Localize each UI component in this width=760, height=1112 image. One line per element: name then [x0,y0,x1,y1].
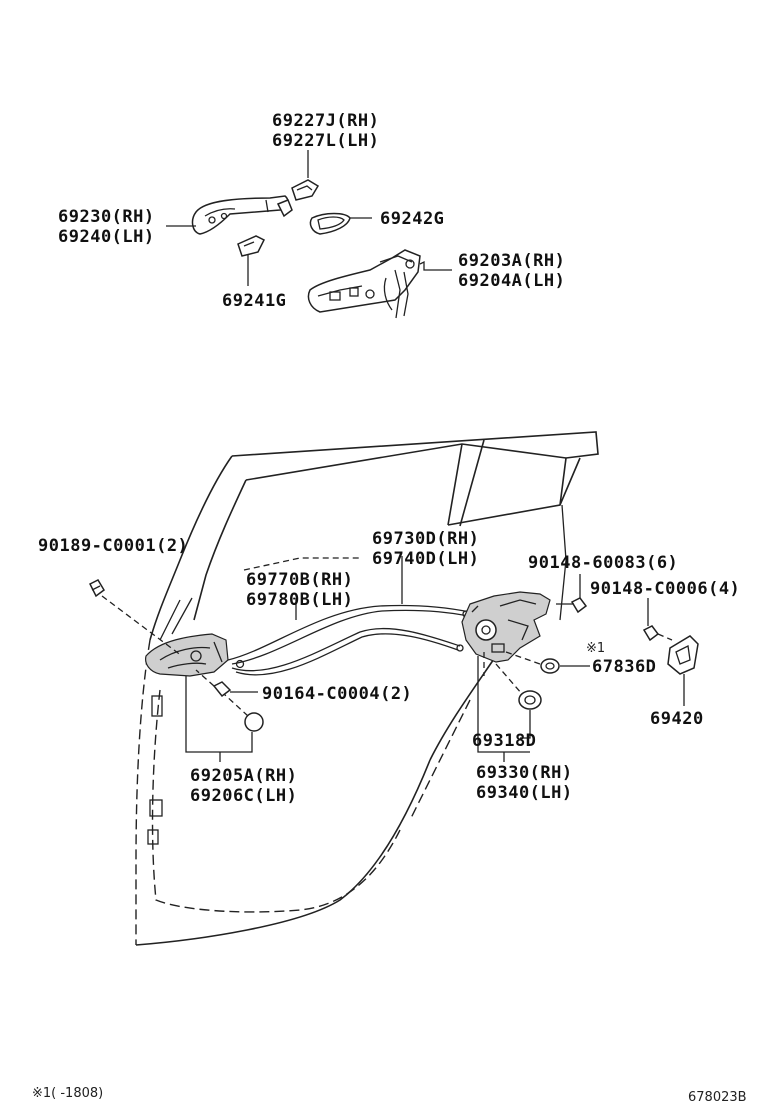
label-inner-handle-rh: 69205A(RH) [190,766,297,786]
label-screw-90148-c0006: 90148-C0006(4) [590,579,740,599]
label-frame-rh: 69203A(RH) [458,251,565,271]
label-cover-69318d: 69318D [472,731,536,751]
label-striker-69420: 69420 [650,709,704,729]
cable-69730d-part [227,604,471,661]
handle-frame-part [307,249,421,313]
label-outer-handle-cover-lh: 69227L(LH) [272,131,379,151]
label-seal-67836d: 67836D [592,657,656,677]
cable-group [227,556,471,676]
door-outline [135,431,599,946]
door-lock-part [461,591,551,663]
label-cable-rh: 69730D(RH) [372,529,479,549]
screw-90148-c0006-part [642,598,673,642]
label-screw-90164: 90164-C0004(2) [262,684,412,704]
lock-leaders [477,652,530,762]
label-outer-handle-cover-rh: 69227J(RH) [272,111,379,131]
inner-handle-part [145,633,229,677]
screw-90148-60083-part [556,574,588,614]
screw-90164-part [195,669,258,698]
cap-part [223,693,264,732]
outer-handle-part [191,195,289,235]
footer-note: ※1( -1808) [32,1086,103,1101]
pad-69241g-part [237,235,266,257]
label-outer-handle-rh: 69230(RH) [58,207,155,227]
diagram-id: 678023B [688,1090,747,1105]
inner-handle-leaders [185,676,253,762]
label-lock-rh: 69330(RH) [476,763,573,783]
label-cable-lh: 69740D(LH) [372,549,479,569]
label-pad-69241g: 69241G [222,291,286,311]
screw-90189-part [88,579,183,657]
cable-69770b-part [231,627,461,672]
footer: ※1( -1808) 678023B [32,1086,747,1105]
handle-cover-part [291,179,320,201]
label-screw-90148-60083: 90148-60083(6) [528,553,678,573]
outer-handle-group [191,179,421,319]
door-lock-group [461,591,551,663]
handle-clip-part [276,199,293,218]
top-leaders [166,150,452,286]
label-pad-69242g: 69242G [380,209,444,229]
label-cable2-lh: 69780B(LH) [246,590,353,610]
inner-handle-group [145,633,229,677]
cover-69318d-part [495,663,542,739]
label-note-mark: ※1 [586,641,605,656]
label-cable2-rh: 69770B(RH) [246,570,353,590]
striker-69420-part [667,635,699,706]
label-frame-lh: 69204A(LH) [458,271,565,291]
label-lock-lh: 69340(LH) [476,783,573,803]
part-labels: 69227J(RH) 69227L(LH) 69230(RH) 69240(LH… [38,111,740,806]
label-outer-handle-lh: 69240(LH) [58,227,155,247]
seal-67836d-part [505,651,590,674]
label-screw-90189: 90189-C0001(2) [38,536,188,556]
label-inner-handle-lh: 69206C(LH) [190,786,297,806]
